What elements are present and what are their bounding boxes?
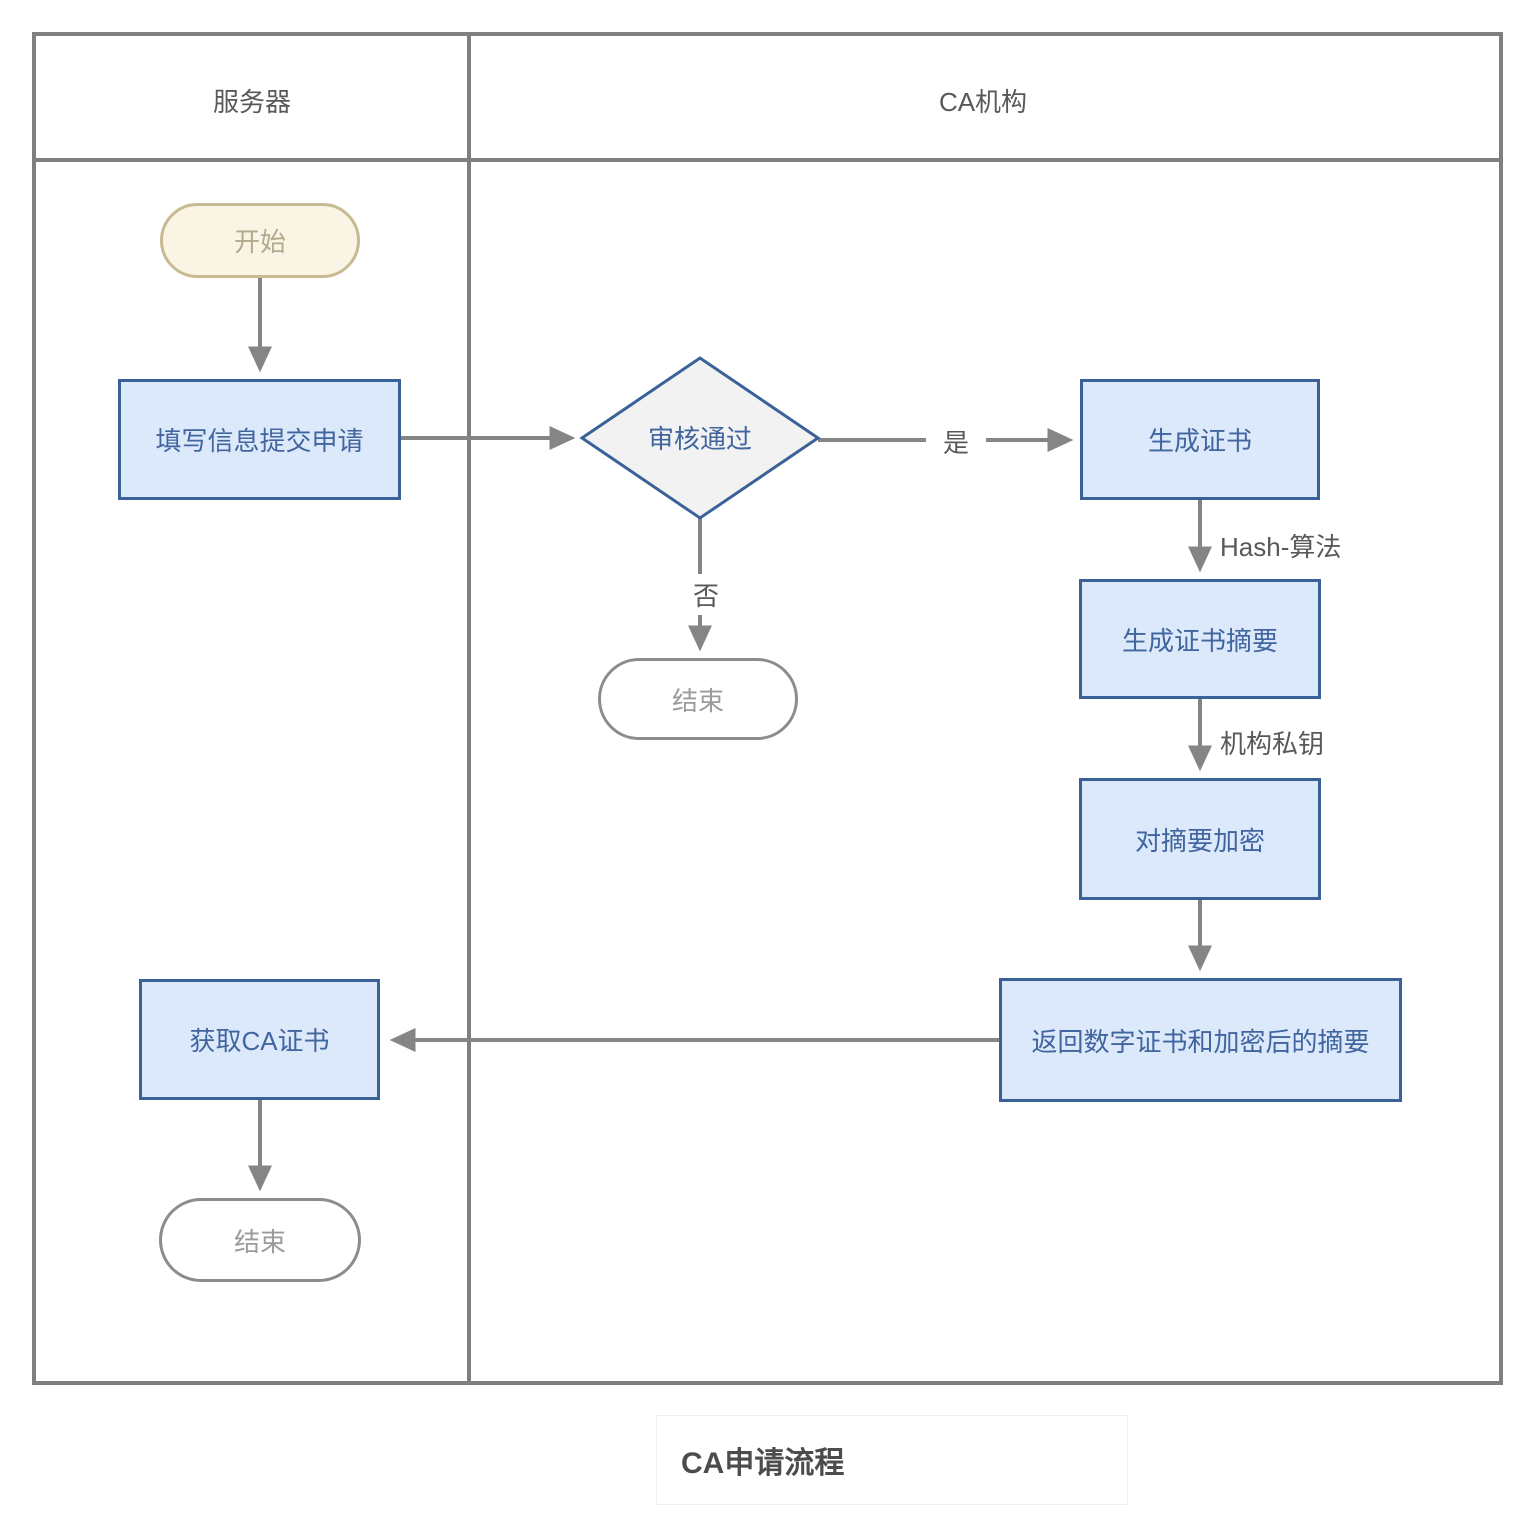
lane-header-ca: CA机构 <box>938 87 1028 117</box>
diagram-title-box: CA申请流程 <box>656 1415 1128 1505</box>
node-generate-digest: 生成证书摘要 <box>1079 579 1321 699</box>
edge-label-yes: 是 <box>926 421 986 462</box>
node-generate-certificate: 生成证书 <box>1080 379 1320 500</box>
node-get-ca-certificate: 获取CA证书 <box>139 979 380 1100</box>
edge-label-no: 否 <box>676 574 736 615</box>
lane-header-divider <box>36 158 1499 162</box>
node-end-ca-lane: 结束 <box>598 658 798 740</box>
diagram-title-text: CA申请流程 <box>681 1447 845 1480</box>
node-encrypt-digest: 对摘要加密 <box>1079 778 1321 900</box>
node-start: 开始 <box>160 203 360 278</box>
node-review-decision-label: 审核通过 <box>647 424 752 454</box>
node-submit-application: 填写信息提交申请 <box>118 379 401 500</box>
node-return-certificate: 返回数字证书和加密后的摘要 <box>999 978 1402 1102</box>
node-end-server-lane: 结束 <box>159 1198 361 1282</box>
lane-header-server: 服务器 <box>212 87 291 117</box>
lane-divider-vertical <box>467 36 471 1381</box>
edge-label-hash-algorithm: Hash-算法 <box>1220 532 1342 562</box>
edge-label-org-private-key: 机构私钥 <box>1220 729 1325 759</box>
